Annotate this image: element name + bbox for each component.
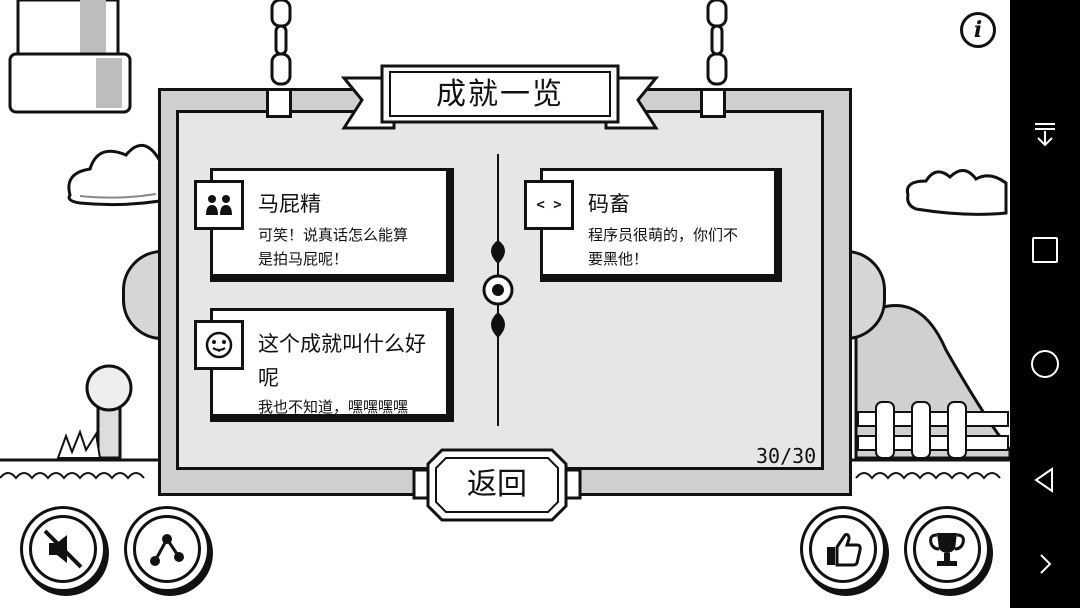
chevron-right-icon[interactable] — [1010, 534, 1080, 594]
achievement-desc: 可笑！说真话怎么能算 — [258, 226, 409, 244]
divider-ornament — [482, 154, 514, 426]
notification-pull-icon[interactable] — [1010, 104, 1080, 164]
recents-square-icon[interactable] — [1010, 220, 1080, 280]
achievement-card[interactable] — [210, 168, 454, 282]
title-ribbon — [340, 64, 660, 130]
achievement-title: 码畜 — [588, 192, 630, 216]
back-button[interactable]: 返回 — [467, 467, 527, 502]
achievement-title: 这个成就叫什么好 — [258, 332, 426, 356]
achievement-counter: 30/30 — [756, 444, 817, 468]
back-triangle-icon[interactable] — [1010, 450, 1080, 510]
achievement-desc: 是拍马屁呢！ — [258, 250, 349, 268]
tongue-face-icon — [194, 320, 244, 370]
home-circle-icon[interactable] — [1010, 334, 1080, 394]
back-button-frame — [412, 448, 582, 522]
achievement-desc: 程序员很萌的，你们不 — [588, 226, 739, 244]
people-icon — [194, 180, 244, 230]
like-button[interactable] — [800, 506, 886, 592]
game-scene: 成就一览 马屁精 可笑！说真话怎么能算 是拍马屁呢！ < > 码畜 程序员很萌的… — [0, 0, 1010, 592]
achievement-title: 呢 — [258, 366, 279, 390]
mute-button[interactable] — [20, 506, 106, 592]
thumbs-up-icon — [809, 515, 877, 583]
achievement-title: 马屁精 — [258, 192, 321, 216]
share-button[interactable] — [124, 506, 210, 592]
trophy-icon — [913, 515, 981, 583]
panel-hook-left — [266, 88, 292, 118]
achievement-desc: 我也不知道，嘿嘿嘿嘿 — [258, 398, 409, 416]
achievement-desc: 要黑他！ — [588, 250, 649, 268]
share-icon — [133, 515, 201, 583]
trophy-button[interactable] — [904, 506, 990, 592]
speaker-muted-icon — [29, 515, 97, 583]
code-brackets-text: < > — [536, 197, 562, 213]
info-icon: i — [973, 17, 983, 43]
achievement-card[interactable] — [210, 308, 454, 422]
panel-hook-right — [700, 88, 726, 118]
system-navigation-bar — [1010, 0, 1080, 608]
code-brackets-icon: < > — [524, 180, 574, 230]
dialog-title: 成就一览 — [436, 77, 564, 112]
info-button[interactable]: i — [960, 12, 996, 48]
